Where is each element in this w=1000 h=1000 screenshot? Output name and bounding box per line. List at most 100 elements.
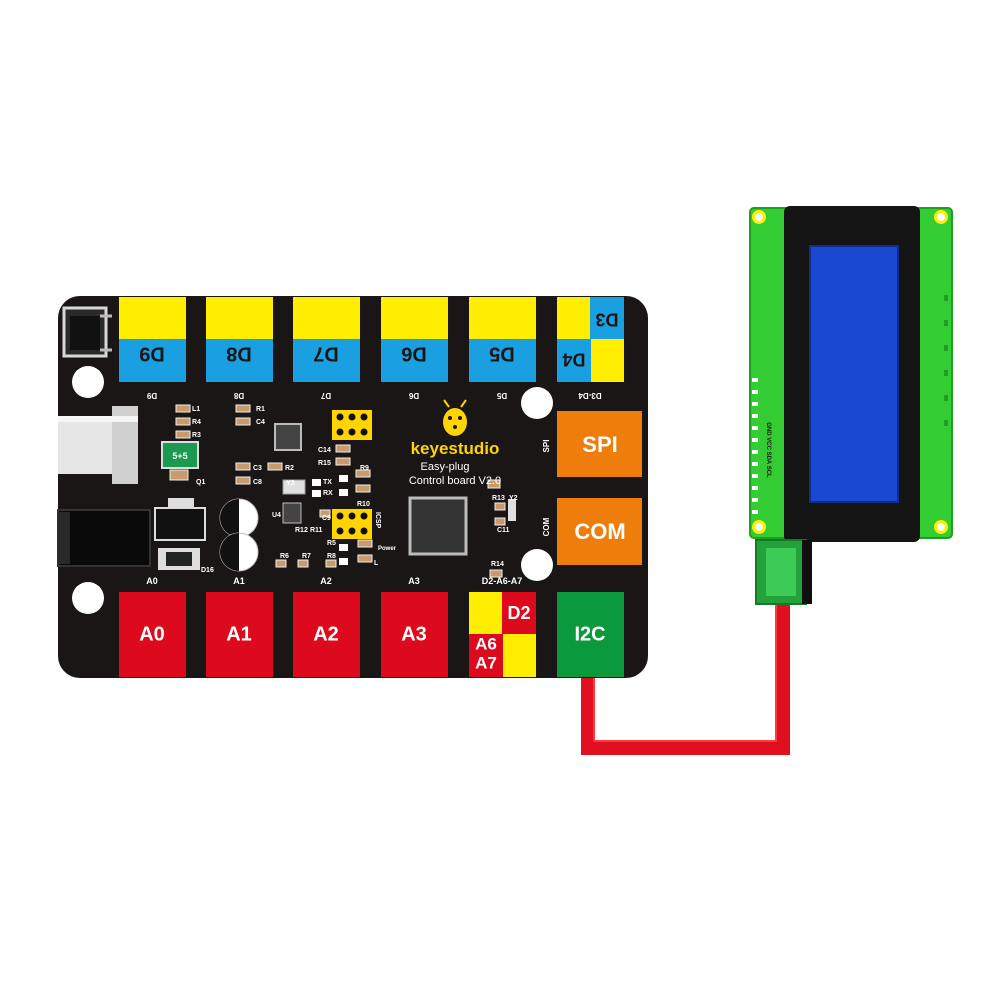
svg-text:D6: D6 xyxy=(401,343,427,365)
usb-chip xyxy=(274,423,302,451)
svg-text:D9: D9 xyxy=(139,343,165,365)
svg-text:R8: R8 xyxy=(327,553,336,560)
svg-text:D8: D8 xyxy=(226,343,252,365)
svg-text:A2: A2 xyxy=(313,623,339,645)
microcontroller xyxy=(408,496,468,556)
svg-text:R13: R13 xyxy=(492,495,505,502)
analog-silk-labels: A0 A1 A2 A3 D2-A6-A7 xyxy=(146,576,522,586)
voltage-regulator xyxy=(154,498,206,541)
svg-text:R12: R12 xyxy=(295,527,308,534)
port-d6[interactable]: D6 xyxy=(381,297,448,382)
silkscreen-labels: L1 R4 R3 R1 C4 Q1 C3 R2 C8 Y3 TX RX R12 … xyxy=(192,406,518,574)
port-a2[interactable]: A2 xyxy=(293,592,360,677)
port-com[interactable]: COM xyxy=(557,498,642,565)
port-a0[interactable]: A0 xyxy=(119,592,186,677)
svg-text:D16: D16 xyxy=(201,567,214,574)
svg-text:Y2: Y2 xyxy=(509,495,518,502)
port-d2-a6-a7[interactable]: D2 A6 A7 xyxy=(469,592,536,677)
svg-text:D2-A6-A7: D2-A6-A7 xyxy=(482,576,523,586)
com-silk: COM xyxy=(542,517,551,536)
svg-text:R6: R6 xyxy=(280,553,289,560)
svg-text:COM: COM xyxy=(574,519,625,544)
port-spi[interactable]: SPI xyxy=(557,411,642,477)
svg-text:A3: A3 xyxy=(408,576,420,586)
svg-text:C11: C11 xyxy=(497,527,510,534)
svg-text:R1: R1 xyxy=(256,406,265,413)
mounting-hole xyxy=(521,387,553,419)
svg-text:RX: RX xyxy=(323,490,333,497)
digital-silk-labels: D9 D8 D7 D6 D5 D3-D4 xyxy=(146,391,601,400)
port-d9[interactable]: D9 xyxy=(119,297,186,382)
svg-text:A1: A1 xyxy=(226,623,252,645)
usb-connector xyxy=(58,406,138,484)
smd-parts xyxy=(169,404,506,578)
svg-text:D6: D6 xyxy=(408,391,419,400)
svg-text:TX: TX xyxy=(323,479,332,486)
mounting-hole xyxy=(72,582,104,614)
svg-text:SPI: SPI xyxy=(582,432,617,457)
svg-text:D7: D7 xyxy=(320,391,331,400)
svg-text:R2: R2 xyxy=(285,465,294,472)
svg-text:A6: A6 xyxy=(475,634,497,653)
pin-header xyxy=(332,410,372,440)
mounting-hole xyxy=(521,549,553,581)
svg-text:D8: D8 xyxy=(233,391,244,400)
svg-text:R7: R7 xyxy=(302,553,311,560)
svg-text:R15: R15 xyxy=(318,460,331,467)
svg-text:5+5: 5+5 xyxy=(172,451,187,461)
svg-text:A7: A7 xyxy=(475,653,497,672)
svg-text:R9: R9 xyxy=(360,465,369,472)
fuse xyxy=(161,441,199,469)
board-line1: Easy-plug xyxy=(421,461,470,473)
brand-name: keyestudio xyxy=(411,439,500,458)
port-a3[interactable]: A3 xyxy=(381,592,448,677)
svg-text:C14: C14 xyxy=(318,447,331,454)
keyestudio-logo-icon xyxy=(443,399,467,436)
svg-text:D7: D7 xyxy=(313,343,339,365)
svg-text:A3: A3 xyxy=(401,623,427,645)
svg-text:D4: D4 xyxy=(562,349,585,369)
svg-text:L1: L1 xyxy=(192,406,200,413)
svg-text:A2: A2 xyxy=(320,576,332,586)
port-d3-d4[interactable]: D4 D3 xyxy=(557,297,624,382)
svg-text:A0: A0 xyxy=(139,623,165,645)
board-line2: Control board V2.0 xyxy=(409,475,501,487)
icsp-label: ICSP xyxy=(374,512,381,529)
spi-silk: SPI xyxy=(542,440,551,453)
port-i2c[interactable]: I2C xyxy=(557,592,624,677)
lcd-screen xyxy=(809,245,899,503)
svg-text:R14: R14 xyxy=(491,561,504,568)
svg-text:D9: D9 xyxy=(146,391,157,400)
svg-text:L: L xyxy=(374,560,379,567)
port-d7[interactable]: D7 xyxy=(293,297,360,382)
small-chip xyxy=(282,502,302,524)
svg-text:Power: Power xyxy=(378,546,397,552)
svg-text:U4: U4 xyxy=(272,512,281,519)
svg-text:A1: A1 xyxy=(233,576,245,586)
port-d5[interactable]: D5 xyxy=(469,297,536,382)
svg-text:I2C: I2C xyxy=(574,623,605,645)
dc-jack xyxy=(57,509,151,567)
port-a1[interactable]: A1 xyxy=(206,592,273,677)
svg-text:D3: D3 xyxy=(595,309,618,329)
svg-text:R5: R5 xyxy=(327,540,336,547)
svg-text:C4: C4 xyxy=(256,419,265,426)
svg-text:D3-D4: D3-D4 xyxy=(578,391,602,400)
svg-text:A0: A0 xyxy=(146,576,158,586)
icsp-header xyxy=(332,509,372,539)
svg-text:C9: C9 xyxy=(322,515,331,522)
svg-text:C8: C8 xyxy=(253,479,262,486)
lcd-module: GND VCC SDA SCL xyxy=(749,206,953,605)
svg-text:R4: R4 xyxy=(192,419,201,426)
lcd-pin-labels: GND VCC SDA SCL xyxy=(765,422,771,478)
svg-text:D5: D5 xyxy=(496,391,507,400)
port-d8[interactable]: D8 xyxy=(206,297,273,382)
i2c-cable xyxy=(581,598,790,755)
svg-text:R3: R3 xyxy=(192,432,201,439)
svg-text:D5: D5 xyxy=(489,343,515,365)
mounting-hole xyxy=(72,366,104,398)
svg-text:Y3: Y3 xyxy=(286,480,295,487)
control-board: 5+5 xyxy=(57,296,648,678)
svg-text:D2: D2 xyxy=(507,603,530,623)
